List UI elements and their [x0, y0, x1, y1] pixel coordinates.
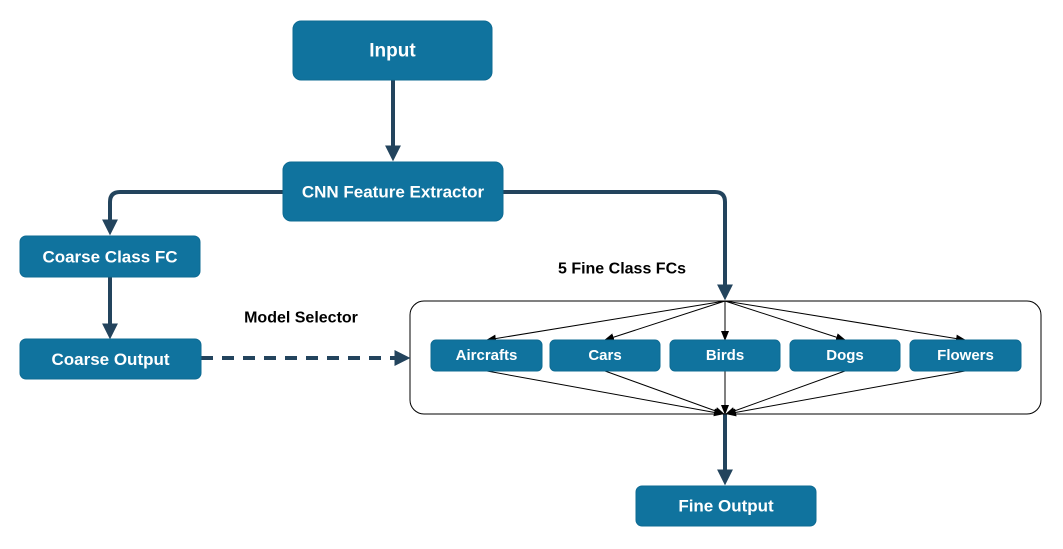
fan-out-edge-aircrafts	[486, 300, 726, 343]
fine-class-group-label: 5 Fine Class FCs	[558, 261, 686, 278]
fine-class-node-dogs: Dogs	[789, 339, 901, 372]
input-node-label: Input	[369, 41, 416, 62]
fine-class-label-cars: Cars	[588, 347, 621, 364]
fan-out-edge-cars	[604, 300, 726, 342]
cnn-feature-extractor-label: CNN Feature Extractor	[302, 183, 485, 202]
fine-class-label-aircrafts: Aircrafts	[456, 347, 518, 364]
fine-output-node: Fine Output	[635, 485, 817, 527]
fine-class-label-flowers: Flowers	[937, 347, 994, 364]
fine-output-label: Fine Output	[678, 497, 774, 516]
edge-cnn-to-coarse-fc	[102, 190, 283, 236]
fine-class-node-cars: Cars	[549, 339, 661, 372]
coarse-class-fc-label: Coarse Class FC	[42, 248, 177, 267]
edge-cnn-to-fine-group	[503, 190, 733, 301]
coarse-output-label: Coarse Output	[51, 350, 169, 369]
fine-class-node-birds: Birds	[669, 339, 781, 372]
coarse-class-fc-node: Coarse Class FC	[19, 235, 201, 278]
coarse-output-node: Coarse Output	[19, 338, 202, 380]
fan-in-edge-cars	[604, 370, 725, 415]
fan-in-edge-aircrafts	[486, 370, 724, 417]
fine-class-node-aircrafts: Aircrafts	[430, 339, 543, 372]
cnn-feature-extractor-node: CNN Feature Extractor	[282, 161, 504, 222]
fine-class-node-flowers: Flowers	[909, 339, 1022, 372]
fan-in-edge-dogs	[725, 370, 846, 415]
fine-class-label-dogs: Dogs	[826, 347, 864, 364]
fan-in-edge-flowers	[726, 370, 966, 417]
fan-out-edge-dogs	[724, 300, 846, 342]
fan-out-edge-flowers	[724, 300, 966, 343]
input-node: Input	[292, 20, 493, 81]
fine-class-label-birds: Birds	[706, 347, 744, 364]
model-selector-label: Model Selector	[244, 310, 358, 327]
